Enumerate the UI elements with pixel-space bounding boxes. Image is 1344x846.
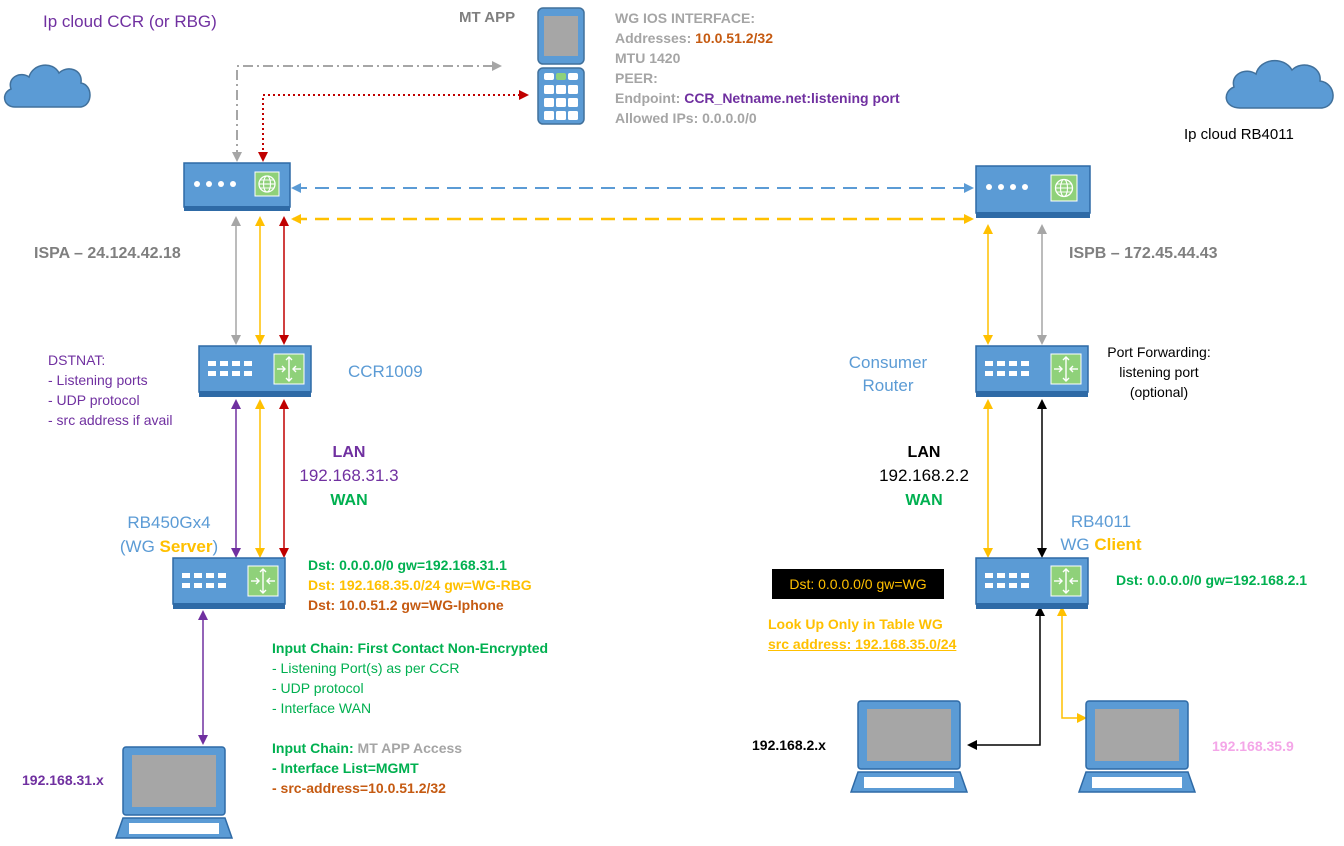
phone-title: MT APP (459, 9, 516, 26)
wg-ios-header: WG IOS INTERFACE: (615, 10, 755, 26)
phone-link-red (258, 90, 529, 162)
rb450-role: (WG Server) (119, 537, 219, 556)
phone-icon (537, 7, 585, 125)
input-chain-mt-app: Input Chain: MT APP Access - Interface L… (272, 738, 462, 798)
input-chain-1-title: Input Chain: First Contact Non-Encrypted (272, 640, 549, 656)
input-chain-2-item: - src-address=10.0.51.2/32 (272, 780, 446, 796)
right-wan-label: WAN (905, 492, 943, 509)
wg-src-address: src address: 192.168.35.0/24 (768, 636, 957, 652)
input-chain-first-contact: Input Chain: First Contact Non-Encrypted… (272, 638, 548, 718)
port-forwarding-3: (optional) (1129, 384, 1189, 400)
dstnat-item: - src address if avail (48, 412, 173, 428)
rb4011-role-client: Client (1094, 535, 1142, 554)
wg-table-route: Dst: 0.0.0.0/0 gw=WG (789, 576, 927, 592)
rb450-routes: Dst: 0.0.0.0/0 gw=192.168.31.1 Dst: 192.… (308, 555, 532, 615)
cloud-icon-left (3, 64, 91, 108)
right-lan-ip: 192.168.2.2 (879, 466, 969, 485)
dstnat-title: DSTNAT: (48, 352, 106, 368)
phone-link-gray (232, 61, 502, 162)
wg-ios-addresses: Addresses: 10.0.51.2/32 (615, 30, 774, 46)
cloud-right-label: Ip cloud RB4011 (1184, 126, 1294, 143)
dstnat-notes: DSTNAT: - Listening ports - UDP protocol… (48, 350, 172, 430)
left-wan-label: WAN (330, 492, 368, 509)
laptop-left-ip: 192.168.31.x (22, 772, 104, 788)
route-wg-iphone: Dst: 10.0.51.2 gw=WG-Iphone (308, 597, 504, 613)
port-forwarding-1: Port Forwarding: (1107, 344, 1211, 360)
router-icon-consumer (975, 345, 1089, 397)
rb4011-laptop1-black (967, 606, 1045, 750)
dstnat-item: - UDP protocol (48, 392, 140, 408)
rb450-label: RB450Gx4 (127, 513, 211, 532)
laptop-right2-ip: 192.168.35.9 (1212, 738, 1294, 754)
wg-ios-config: WG IOS INTERFACE: Addresses: 10.0.51.2/3… (615, 8, 900, 128)
consumer-router-label-2: Router (862, 376, 914, 395)
rb4011-role: WG Client (1060, 535, 1142, 554)
cloud-icon-right (1225, 60, 1334, 109)
right-lan-label: LAN (907, 444, 941, 461)
router-icon-rb4011 (975, 557, 1089, 609)
route-wg-rbg: Dst: 192.168.35.0/24 gw=WG-RBG (308, 577, 532, 593)
wg-ios-mtu: MTU 1420 (615, 50, 681, 66)
rb4011-route: Dst: 0.0.0.0/0 gw=192.168.2.1 (1116, 572, 1308, 588)
consumer-router-label-1: Consumer (848, 353, 928, 372)
input-chain-1-item: - Listening Port(s) as per CCR (272, 660, 460, 676)
modem-icon-left (183, 162, 291, 211)
cloud-left-label: Ip cloud CCR (or RBG) (43, 12, 217, 31)
dstnat-item: - Listening ports (48, 372, 148, 388)
laptop-right1-ip: 192.168.2.x (752, 737, 826, 753)
wg-ios-addresses-value: 10.0.51.2/32 (695, 30, 774, 46)
ispa-label: ISPA – 24.124.42.18 (34, 245, 181, 262)
rb450-role-server: Server (159, 537, 213, 556)
wg-ios-endpoint: Endpoint: CCR_Netname.net:listening port (615, 90, 900, 106)
route-default: Dst: 0.0.0.0/0 gw=192.168.31.1 (308, 557, 507, 573)
wg-lookup-text: Look Up Only in Table WG (768, 616, 943, 632)
input-chain-1-item: - UDP protocol (272, 680, 364, 696)
modem-icon-right (975, 165, 1091, 218)
input-chain-2-item: - Interface List=MGMT (272, 760, 419, 776)
rb4011-laptop2-orange (1057, 606, 1087, 723)
left-lan-ip: 192.168.31.3 (299, 466, 399, 485)
laptop-icon-left (115, 746, 233, 839)
wg-ios-peer: PEER: (615, 70, 658, 86)
router-icon-ccr1009 (198, 345, 312, 397)
input-chain-2-title: Input Chain: MT APP Access (272, 740, 463, 756)
port-forwarding-2: listening port (1119, 364, 1199, 380)
rb4011-label: RB4011 (1070, 512, 1132, 531)
laptop-icon-right-1 (850, 700, 968, 793)
input-chain-1-item: - Interface WAN (272, 700, 372, 716)
ccr1009-label: CCR1009 (348, 362, 423, 381)
router-icon-rb450 (172, 557, 286, 609)
ispb-label: ISPB – 172.45.44.43 (1069, 245, 1218, 262)
wg-ios-endpoint-value: CCR_Netname.net:listening port (684, 90, 900, 106)
wg-ios-allowed-ips: Allowed IPs: 0.0.0.0/0 (615, 110, 757, 126)
wg-table-box (772, 569, 944, 599)
left-lan-label: LAN (332, 444, 366, 461)
laptop-icon-right-2 (1078, 700, 1196, 793)
